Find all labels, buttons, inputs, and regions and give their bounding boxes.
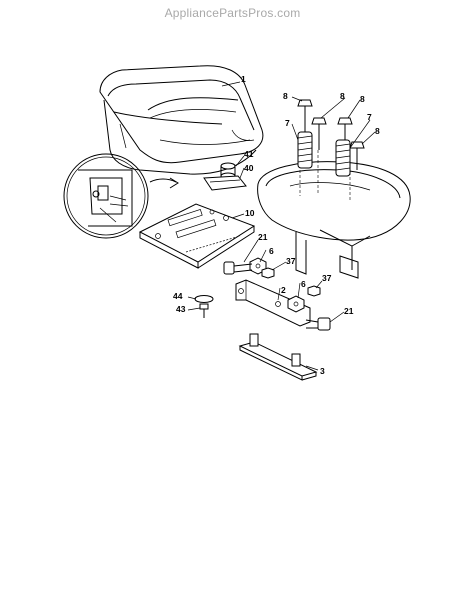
callout-8b: 8 [340, 91, 345, 101]
seat-plate[interactable] [238, 333, 318, 381]
spring-40-41[interactable] [203, 162, 247, 191]
callout-6a: 6 [269, 246, 274, 256]
detail-circle [63, 153, 179, 239]
callout-44: 44 [173, 291, 183, 301]
callout-21a: 21 [258, 232, 268, 242]
callout-labels: 1 2 3 6 6 7 7 8 8 8 8 10 21 21 37 37 40 … [173, 74, 380, 376]
seat[interactable] [99, 65, 264, 175]
slide-bracket[interactable] [235, 279, 311, 327]
callout-40: 40 [244, 163, 254, 173]
callout-8a: 8 [283, 91, 288, 101]
callout-43: 43 [176, 304, 186, 314]
leader-lines [187, 81, 376, 371]
callout-37b: 37 [322, 273, 332, 283]
callout-37a: 37 [286, 256, 296, 266]
callout-8c: 8 [360, 94, 365, 104]
callout-2: 2 [281, 285, 286, 295]
springs-bolts[interactable] [297, 99, 365, 177]
callout-6b: 6 [301, 279, 306, 289]
callout-1: 1 [241, 74, 246, 84]
callout-8d: 8 [375, 126, 380, 136]
callout-41: 41 [244, 149, 254, 159]
watermark: AppliancePartsPros.com [164, 6, 301, 20]
callout-7a: 7 [285, 118, 290, 128]
callout-21b: 21 [344, 306, 354, 316]
callout-10: 10 [245, 208, 255, 218]
seat-pan[interactable] [138, 203, 256, 269]
hardware[interactable] [194, 257, 331, 331]
callout-7b: 7 [367, 112, 372, 122]
callout-3: 3 [320, 366, 325, 376]
mower-deck [257, 150, 411, 279]
